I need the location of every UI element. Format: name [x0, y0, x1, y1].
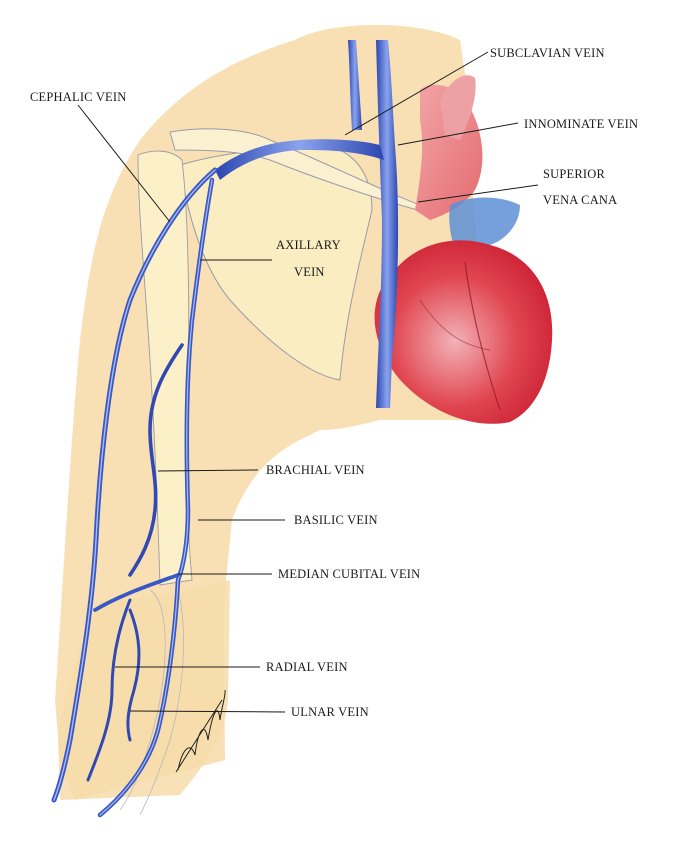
heart	[374, 240, 553, 424]
leader-subclavian	[344, 51, 489, 136]
basilic-vein-highlight	[99, 179, 213, 816]
leader-superior	[417, 184, 539, 203]
ulnar-vein	[126, 608, 141, 742]
great-vessel-branch	[440, 75, 476, 140]
label-basilic-vein: BASILIC VEIN	[294, 513, 378, 527]
label-median-cubital-vein: MEDIAN CUBITAL VEIN	[278, 567, 420, 581]
label-axillary-line1: AXILLARY	[276, 238, 341, 252]
label-innominate-vein: INNOMINATE VEIN	[524, 117, 638, 131]
radial-vein	[86, 598, 132, 782]
leader-innominate	[397, 122, 519, 146]
median-cubital-vein	[93, 573, 180, 612]
ulna-outline	[139, 589, 184, 816]
heart-groove	[464, 261, 501, 411]
subclavian-innominate	[215, 139, 384, 180]
label-subclavian-vein: SUBCLAVIAN VEIN	[490, 46, 605, 60]
radius-outline	[119, 589, 166, 811]
label-superior-line2: VENA CANA	[543, 193, 617, 207]
superior-vena-cava	[376, 40, 399, 408]
humerus-outline	[137, 150, 193, 586]
leader-brachial	[157, 469, 259, 472]
leader-ulnar	[129, 710, 286, 713]
label-axillary-line2: VEIN	[294, 265, 325, 279]
label-cephalic-vein: CEPHALIC VEIN	[30, 90, 126, 104]
label-brachial-vein: BRACHIAL VEIN	[266, 463, 365, 477]
cephalic-vein-highlight	[53, 169, 216, 801]
label-superior-line1: SUPERIOR	[543, 167, 605, 181]
jugular-vein-left	[348, 40, 362, 130]
pulmonary-artery	[449, 197, 520, 250]
label-radial-vein: RADIAL VEIN	[266, 660, 348, 674]
leader-cephalic	[77, 104, 171, 223]
brachial-vein	[128, 343, 184, 577]
label-ulnar-vein: ULNAR VEIN	[291, 705, 369, 719]
heart-groove-2	[419, 299, 491, 351]
